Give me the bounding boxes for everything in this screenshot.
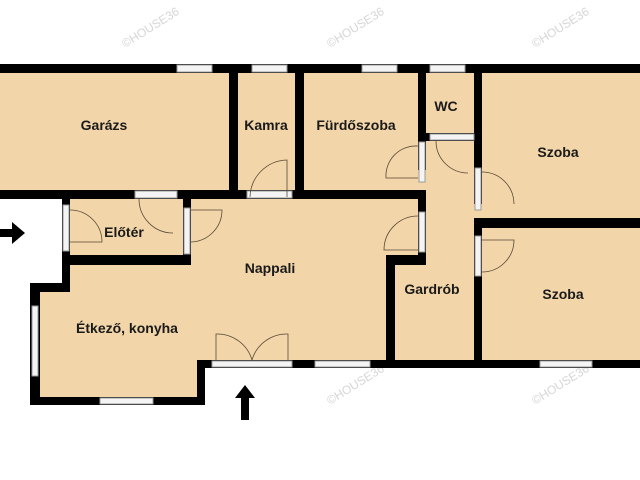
watermark: ©HOUSE36 bbox=[529, 4, 592, 50]
entrance-arrow-icon bbox=[0, 222, 25, 244]
room-label-pantry: Kamra bbox=[244, 117, 288, 133]
windows bbox=[31, 64, 593, 405]
doors bbox=[69, 140, 515, 361]
room-label-wardrobe: Gardrób bbox=[404, 281, 459, 297]
room-label-bathroom: Fürdőszoba bbox=[316, 117, 396, 133]
room-label-bedroom-2: Szoba bbox=[542, 286, 583, 302]
room-label-hall: Előtér bbox=[104, 224, 144, 240]
room-label-bedroom-1: Szoba bbox=[537, 144, 578, 160]
room-label-wc: WC bbox=[434, 98, 457, 114]
room-label-kitchen: Étkező, konyha bbox=[76, 320, 178, 336]
watermark: ©HOUSE36 bbox=[324, 361, 387, 407]
room-label-living: Nappali bbox=[245, 260, 296, 276]
floor-area bbox=[0, 64, 640, 405]
watermark: ©HOUSE36 bbox=[529, 361, 592, 407]
entrance-arrow-icon bbox=[235, 385, 255, 420]
watermark: ©HOUSE36 bbox=[324, 4, 387, 50]
watermark: ©HOUSE36 bbox=[119, 4, 182, 50]
room-label-garage: Garázs bbox=[81, 117, 128, 133]
